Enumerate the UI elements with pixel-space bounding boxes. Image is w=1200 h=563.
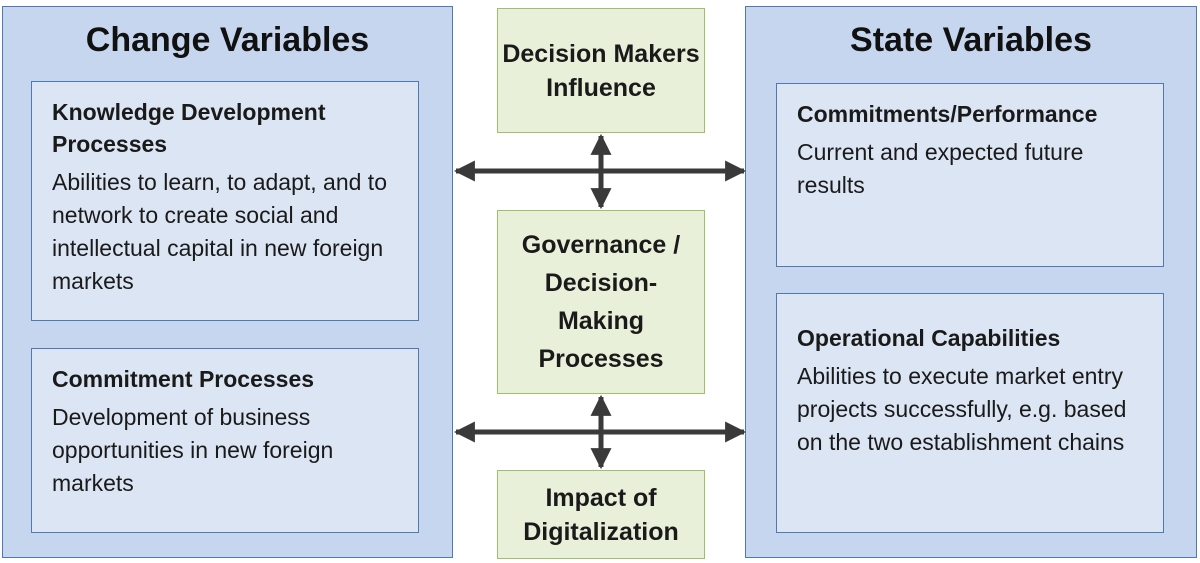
change-variables-panel: Change Variables Knowledge Development P… xyxy=(2,6,453,558)
commitments-performance-text: Current and expected future results xyxy=(797,139,1084,198)
governance-decision-making-box: Governance / Decision-Making Processes xyxy=(497,210,705,394)
impact-of-digitalization-box: Impact of Digitalization xyxy=(497,470,705,559)
state-variables-panel: State Variables Commitments/Performance … xyxy=(745,6,1197,558)
governance-decision-making-label: Governance / Decision-Making Processes xyxy=(521,231,681,373)
impact-of-digitalization-label: Impact of Digitalization xyxy=(523,483,679,546)
commitments-performance-title: Commitments/Performance xyxy=(797,101,1098,127)
change-variables-title: Change Variables xyxy=(85,21,370,59)
knowledge-development-text: Abilities to learn, to adapt, and to net… xyxy=(52,169,387,294)
commitment-processes-text: Development of business opportunities in… xyxy=(52,404,334,496)
state-variables-title: State Variables xyxy=(850,21,1092,59)
commitments-performance-box: Commitments/Performance Current and expe… xyxy=(776,83,1164,267)
knowledge-development-title: Knowledge Development Processes xyxy=(52,99,326,157)
knowledge-development-box: Knowledge Development Processes Abilitie… xyxy=(31,81,419,321)
commitment-processes-title: Commitment Processes xyxy=(52,366,315,392)
decision-makers-influence-box: Decision Makers Influence xyxy=(497,8,705,133)
operational-capabilities-title: Operational Capabilities xyxy=(797,325,1061,351)
operational-capabilities-box: Operational Capabilities Abilities to ex… xyxy=(776,293,1164,533)
decision-makers-influence-label: Decision Makers Influence xyxy=(502,39,700,102)
operational-capabilities-text: Abilities to execute market entry projec… xyxy=(797,363,1127,455)
commitment-processes-box: Commitment Processes Development of busi… xyxy=(31,348,419,533)
